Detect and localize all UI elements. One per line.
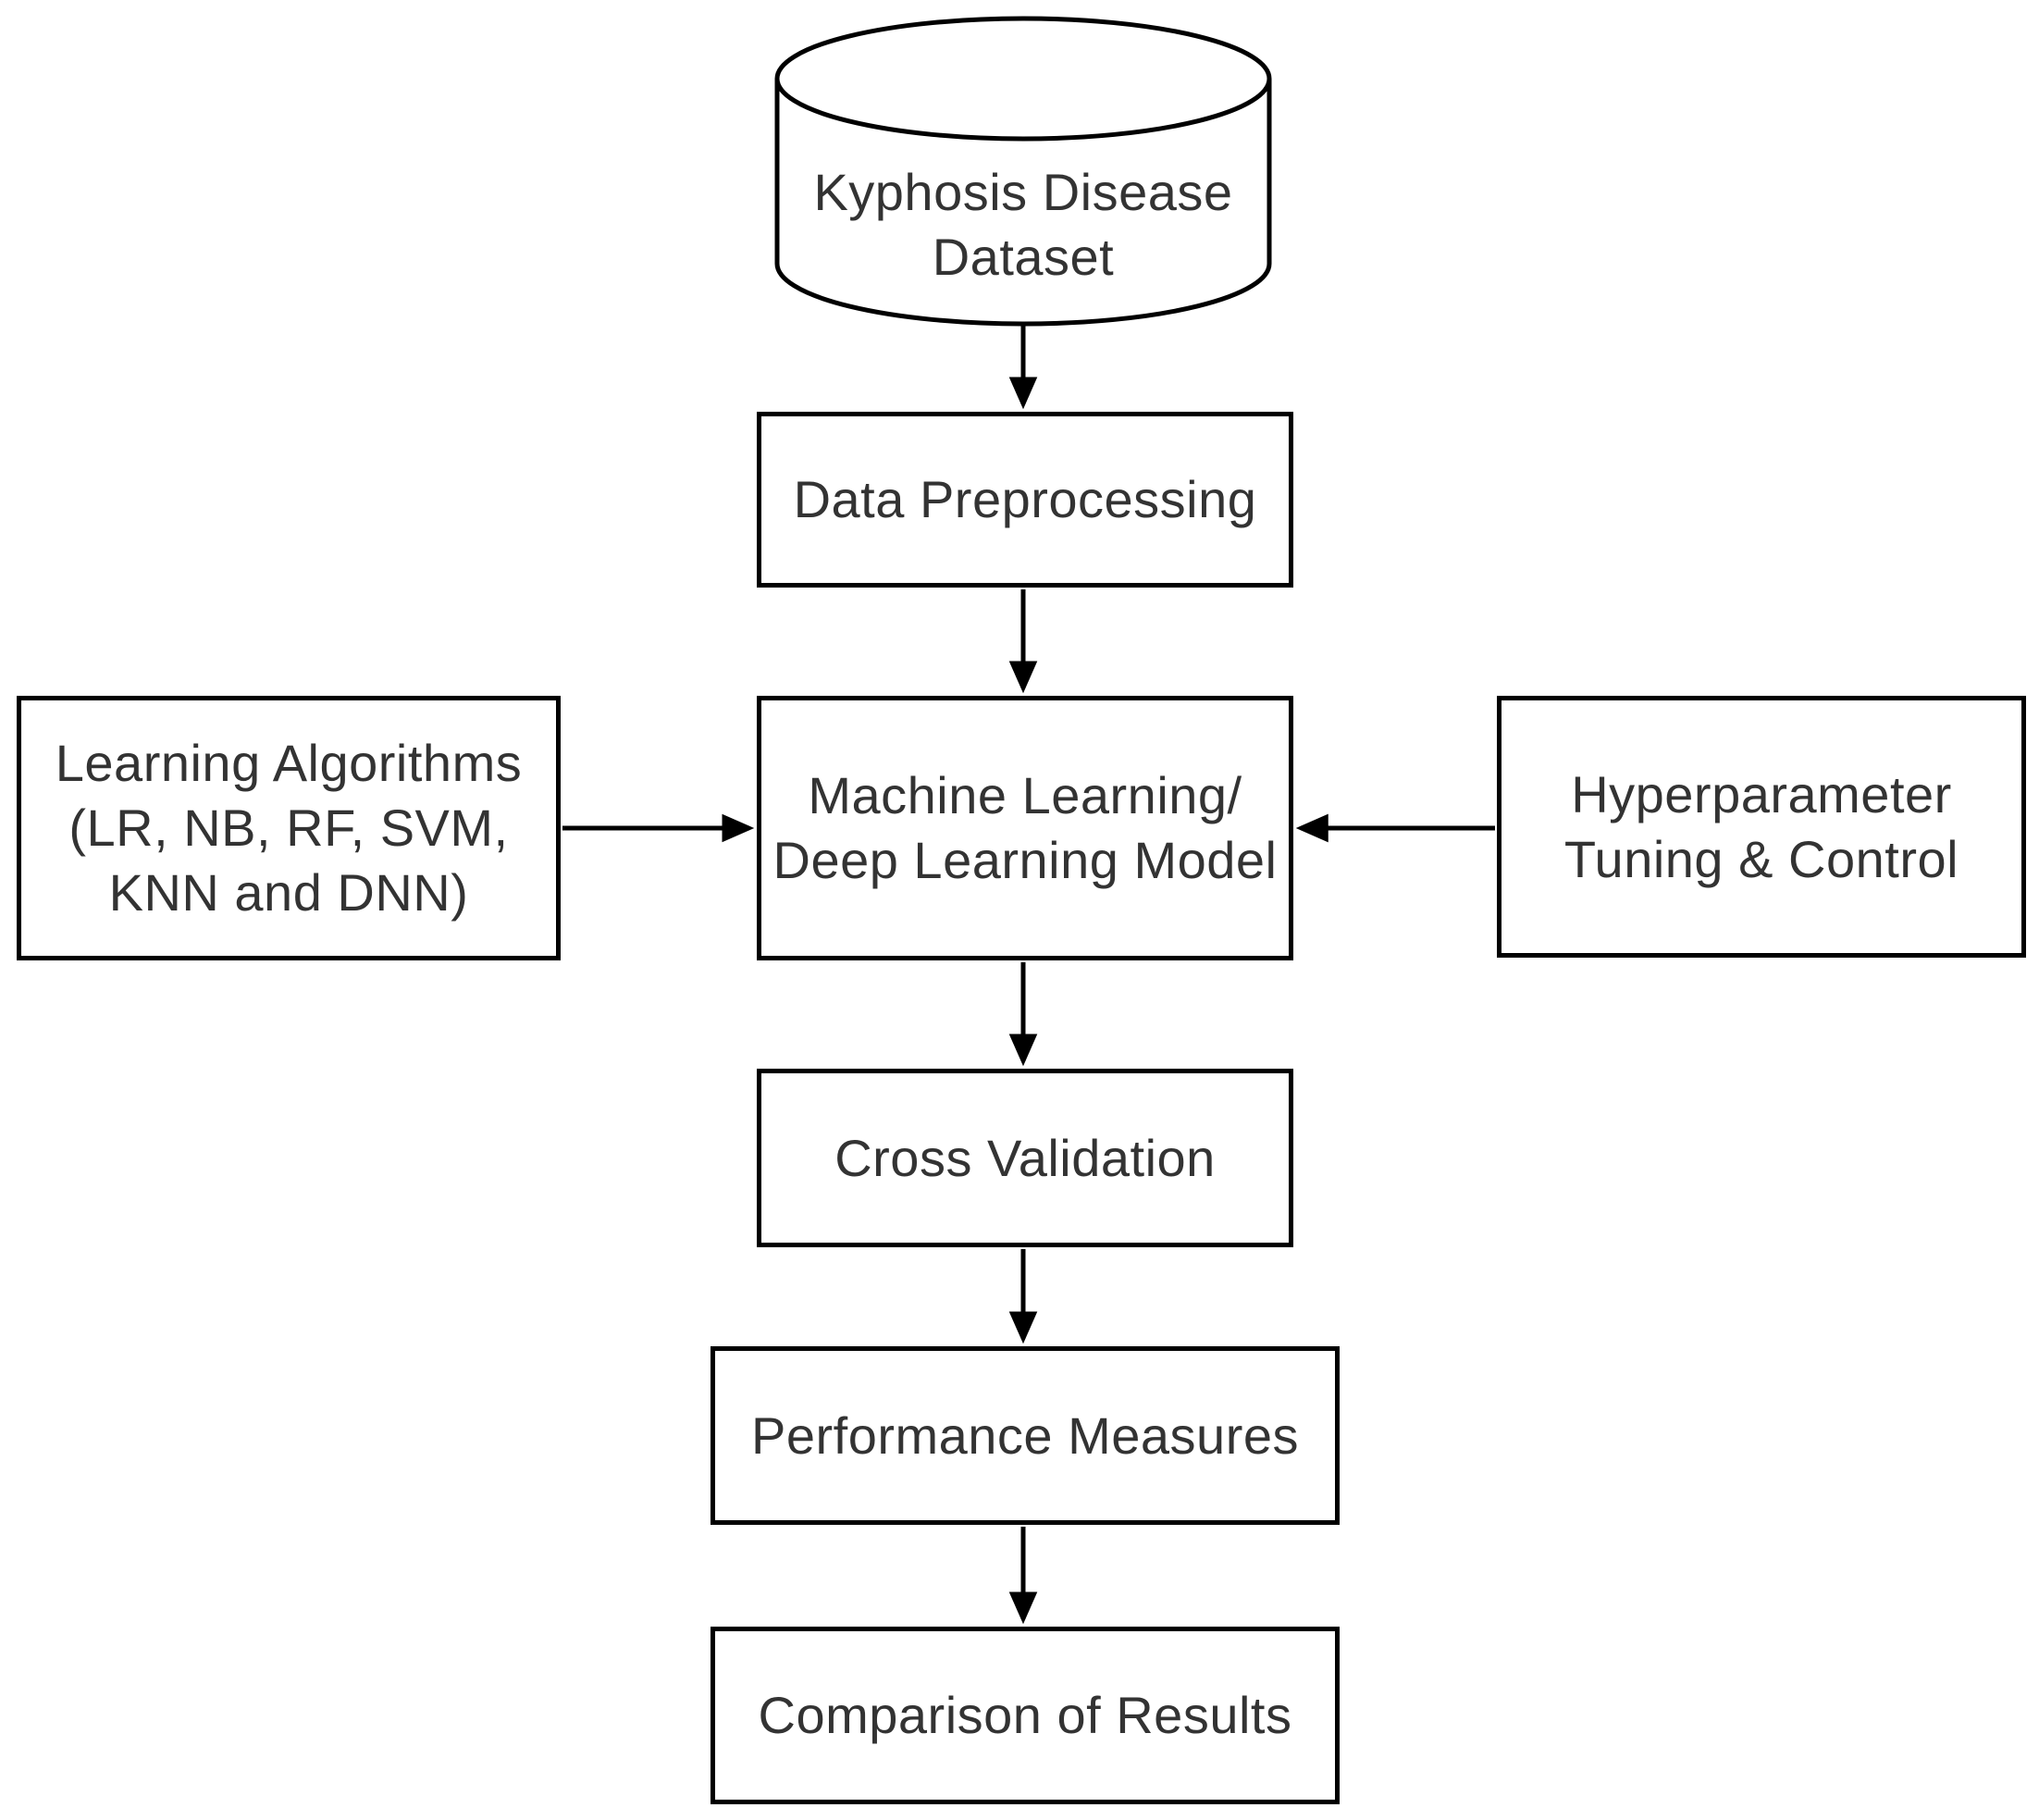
node-comparison-of-results-label: Comparison of Results	[758, 1686, 1292, 1744]
node-learning-algorithms: Learning Algorithms (LR, NB, RF, SVM, KN…	[17, 696, 561, 960]
node-hyperparameter-tuning: Hyperparameter Tuning & Control	[1497, 696, 2026, 958]
node-cross-validation: Cross Validation	[757, 1069, 1293, 1247]
node-learning-algorithms-label: Learning Algorithms (LR, NB, RF, SVM, KN…	[55, 734, 523, 922]
node-performance-measures: Performance Measures	[711, 1346, 1340, 1525]
node-data-preprocessing: Data Preprocessing	[757, 412, 1293, 588]
node-comparison-of-results: Comparison of Results	[711, 1627, 1340, 1804]
node-kyphosis-dataset-label: Kyphosis Disease Dataset	[813, 162, 1233, 286]
node-performance-measures-label: Performance Measures	[750, 1405, 1299, 1465]
node-ml-dl-model: Machine Learning/ Deep Learning Model	[757, 696, 1293, 960]
node-ml-dl-model-label: Machine Learning/ Deep Learning Model	[772, 766, 1278, 889]
database-cylinder-icon	[774, 16, 1272, 327]
node-data-preprocessing-label: Data Preprocessing	[793, 470, 1257, 528]
node-kyphosis-dataset: Kyphosis Disease Dataset	[777, 139, 1269, 310]
node-cross-validation-label: Cross Validation	[834, 1128, 1216, 1187]
node-hyperparameter-tuning-label: Hyperparameter Tuning & Control	[1563, 764, 1959, 888]
